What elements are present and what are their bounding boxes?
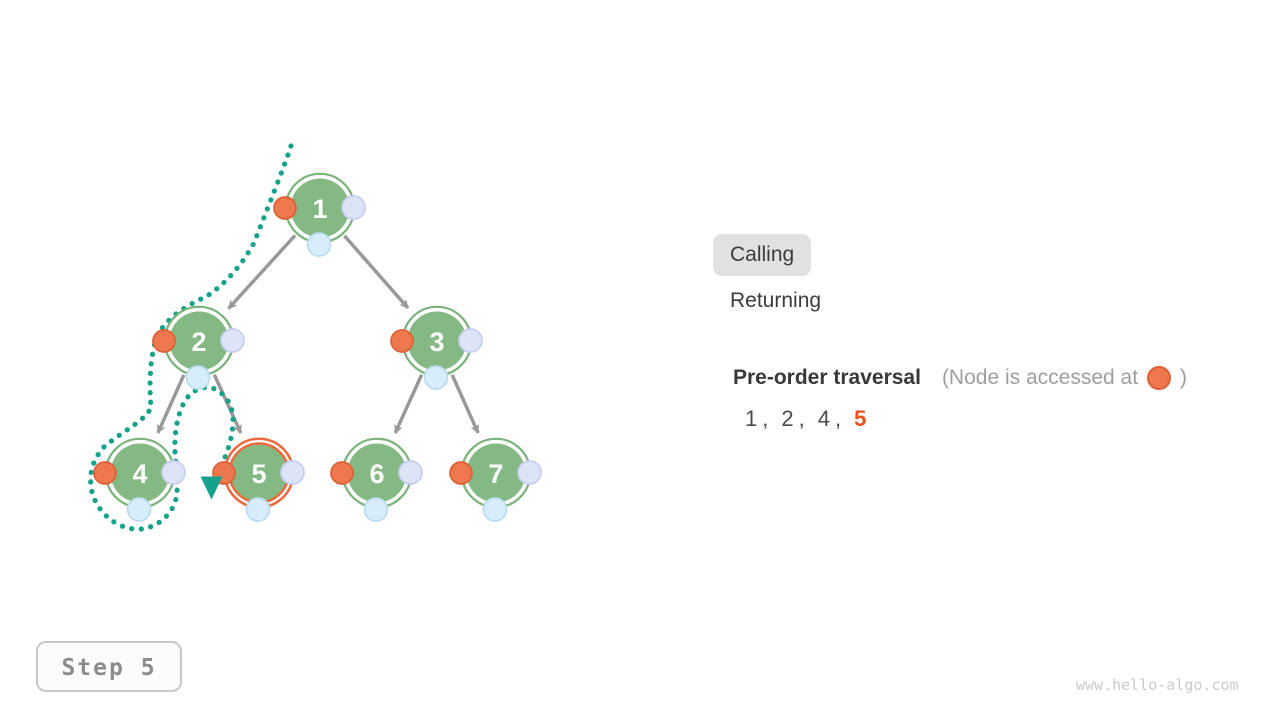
- node-access-dot-orange: [449, 461, 473, 485]
- node-dot-lavender: [280, 460, 305, 485]
- node-dot-blue: [306, 232, 332, 257]
- tree-node-7: 7: [449, 437, 542, 522]
- node-dot-blue: [185, 365, 211, 390]
- tree-edge-1-2: [227, 234, 297, 310]
- node-access-dot-orange: [93, 461, 117, 485]
- traversal-panel: Pre-order traversal (Node is accessed at…: [733, 366, 1187, 432]
- traversal-note-prefix: (Node is accessed at: [941, 366, 1139, 389]
- node-access-dot-orange: [273, 196, 297, 220]
- tree-node-label: 7: [488, 459, 503, 489]
- tree-edge-3-7: [450, 374, 480, 434]
- tree-node-label: 2: [191, 327, 206, 357]
- tree-node-label: 5: [251, 459, 266, 489]
- tree-node-3: 3: [390, 305, 483, 390]
- tree-node-2: 2: [152, 305, 245, 390]
- traversal-note-suffix: ): [1180, 366, 1188, 389]
- traversal-title: Pre-order traversal: [733, 366, 921, 389]
- step-button[interactable]: Step 5: [36, 641, 182, 692]
- sequence-current-number: 5: [854, 406, 867, 431]
- tree-edge-3-6: [393, 373, 424, 434]
- traversal-sequence: 1,2,4,5: [745, 406, 1187, 432]
- node-dot-lavender: [341, 195, 366, 220]
- node-access-dot-orange: [152, 329, 176, 353]
- tree-node-5: 5: [212, 437, 305, 522]
- tree-node-label: 1: [312, 194, 327, 224]
- tree-node-1: 1: [273, 172, 366, 257]
- node-dot-blue: [363, 497, 389, 522]
- sequence-separator: ,: [835, 406, 842, 431]
- traversal-note: (Node is accessed at ): [942, 366, 1187, 390]
- cursor-triangle-icon: [200, 476, 223, 500]
- access-marker-dot-icon: [1147, 366, 1172, 390]
- tree-node-4: 4: [93, 437, 186, 522]
- legend-calling-chip: Calling: [713, 234, 812, 276]
- node-dot-blue: [245, 497, 271, 522]
- node-dot-lavender: [161, 460, 186, 485]
- tree-node-label: 3: [429, 327, 444, 357]
- node-dot-blue: [423, 365, 449, 390]
- tree-edge-1-3: [343, 234, 410, 310]
- sequence-number: 1: [745, 406, 758, 431]
- sequence-number: 2: [781, 406, 794, 431]
- legend: Calling Returning: [713, 234, 821, 313]
- sequence-separator: ,: [762, 406, 769, 431]
- tree-edge-2-4: [156, 374, 186, 434]
- node-dot-blue: [482, 497, 508, 522]
- node-access-dot-orange: [390, 329, 414, 353]
- node-dot-lavender: [458, 328, 483, 353]
- tree-node-label: 4: [132, 459, 147, 489]
- tree-node-label: 6: [369, 459, 384, 489]
- tree-node-6: 6: [330, 437, 423, 522]
- node-dot-lavender: [517, 460, 542, 485]
- traversal-trace-path: [88, 143, 294, 532]
- node-dot-lavender: [398, 460, 423, 485]
- node-dot-lavender: [220, 328, 245, 353]
- binary-tree-diagram: 1 2 3 4 5 6 7: [88, 143, 542, 532]
- legend-returning-label: Returning: [730, 289, 822, 312]
- watermark: www.hello-algo.com: [1076, 676, 1239, 694]
- sequence-separator: ,: [798, 406, 805, 431]
- sequence-number: 4: [817, 406, 830, 431]
- node-access-dot-orange: [330, 461, 354, 485]
- node-dot-blue: [126, 497, 152, 522]
